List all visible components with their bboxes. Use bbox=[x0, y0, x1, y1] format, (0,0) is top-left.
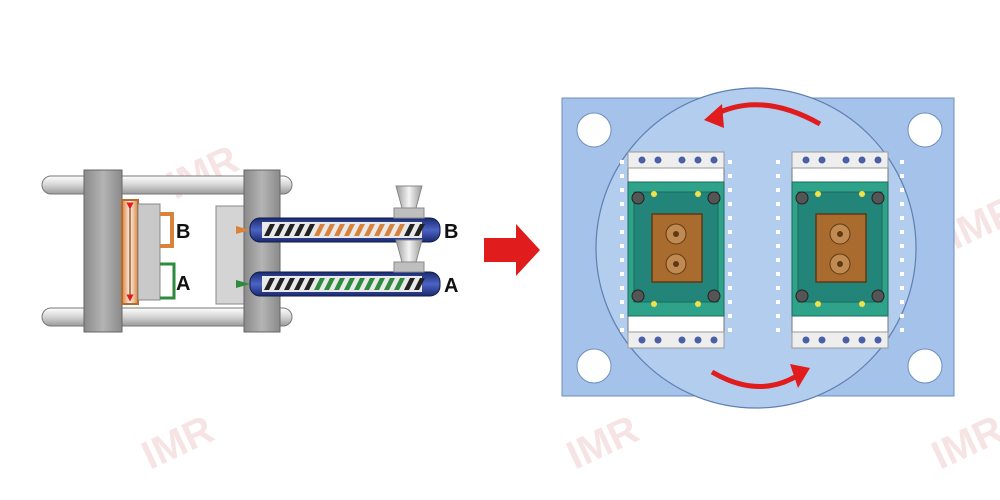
fixed-platen bbox=[243, 169, 281, 333]
moving-platen bbox=[83, 169, 123, 333]
watermark-text: IMR bbox=[160, 137, 245, 208]
watermark-text: IMR bbox=[135, 407, 220, 478]
hopper-a bbox=[395, 239, 423, 263]
label-b-right: B bbox=[444, 221, 458, 243]
label-b-left: B bbox=[176, 221, 190, 243]
injection-unit-a bbox=[236, 239, 441, 297]
hopper-b bbox=[395, 185, 423, 209]
screw bbox=[264, 224, 425, 236]
rotate-arrow-icon bbox=[710, 369, 802, 389]
injection-unit-b bbox=[236, 185, 441, 243]
screw bbox=[264, 278, 425, 290]
mold-station-2 bbox=[791, 151, 889, 349]
core-half bbox=[137, 203, 161, 301]
rotary-table bbox=[561, 87, 955, 409]
watermark-text: IMR bbox=[925, 407, 1000, 478]
right-arrow-icon bbox=[484, 224, 540, 276]
watermark-text: IMR bbox=[560, 407, 645, 478]
fixed-mold-half bbox=[215, 205, 245, 305]
mold-station-1 bbox=[627, 151, 725, 349]
label-a-right: A bbox=[444, 275, 458, 297]
label-a-left: A bbox=[176, 273, 190, 295]
injection-machine: B A B A bbox=[41, 169, 458, 333]
